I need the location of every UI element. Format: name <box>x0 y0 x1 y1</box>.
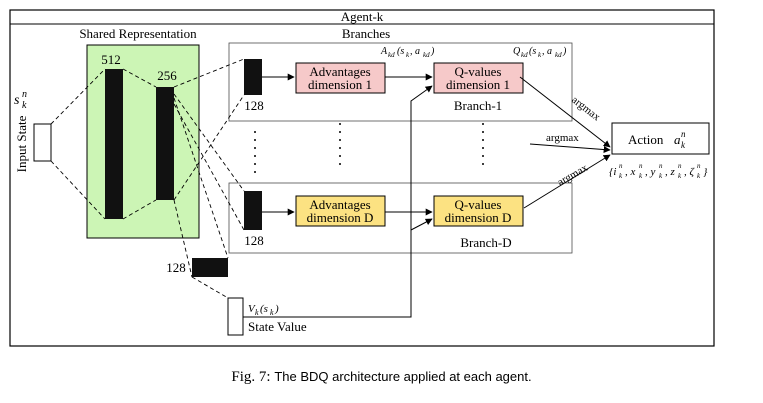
branch-1-box <box>228 42 573 122</box>
svg-text:, a: , a <box>542 46 552 57</box>
shared-representation-title: Shared Representation <box>79 26 197 41</box>
svg-text:, z: , z <box>665 166 676 178</box>
svg-text:n: n <box>619 162 623 170</box>
svg-text:k: k <box>538 51 542 59</box>
svg-text:n: n <box>659 162 663 170</box>
svg-text:k: k <box>697 172 701 180</box>
svg-text:kd: kd <box>423 51 430 59</box>
layer-256-size: 256 <box>157 68 177 83</box>
svg-text:a: a <box>674 132 681 147</box>
agent-frame <box>9 9 715 347</box>
svg-text:n: n <box>697 162 701 170</box>
branch-d-advantages-box <box>295 195 386 227</box>
state-layer-size: 128 <box>166 260 186 275</box>
svg-text:k: k <box>678 172 682 180</box>
svg-text:k: k <box>619 172 623 180</box>
layer-512-size: 512 <box>101 52 121 67</box>
svg-text:): ) <box>274 303 279 315</box>
input-state-box <box>33 123 52 162</box>
state-value-label: State Value <box>248 319 307 334</box>
branch-d-advantages-line1: Advantages <box>309 197 370 212</box>
state-value-box <box>227 297 244 336</box>
state-layer <box>192 258 228 277</box>
branch-d-box <box>228 182 573 254</box>
svg-text:, a: , a <box>410 46 420 57</box>
svg-text:, y: , y <box>645 166 656 178</box>
svg-text:Q: Q <box>513 46 521 57</box>
branch-d-name: Branch-D <box>460 235 511 250</box>
branch-1-qvalues-line2: dimension 1 <box>446 77 510 92</box>
branch-ellipsis <box>254 123 484 173</box>
branch-d-qvalues-line1: Q-values <box>455 197 502 212</box>
svg-text:A: A <box>380 46 388 57</box>
input-state-label: Input State <box>14 115 29 172</box>
shared-representation-box <box>86 44 200 239</box>
svg-text:k: k <box>406 51 410 59</box>
branch-1-qvalues-box <box>433 62 524 94</box>
svg-text:n: n <box>22 89 27 100</box>
branch-1-layer <box>244 59 262 95</box>
svg-text:, ζ: , ζ <box>684 166 696 178</box>
svg-text:(s: (s <box>260 303 268 315</box>
svg-text:n: n <box>681 129 686 139</box>
branch-d-layer-size: 128 <box>244 233 264 248</box>
svg-text:k: k <box>639 172 643 180</box>
agent-title: Agent-k <box>341 9 384 24</box>
svg-text:V: V <box>248 303 256 315</box>
svg-text:k: k <box>659 172 663 180</box>
svg-text:, x: , x <box>625 166 636 178</box>
svg-text:): ) <box>430 46 435 57</box>
branch-d-qvalues-box <box>433 195 524 227</box>
figure-caption-text: The BDQ architecture applied at each age… <box>274 369 532 384</box>
svg-text:n: n <box>678 162 682 170</box>
svg-text:s: s <box>14 93 20 108</box>
svg-text:kd: kd <box>521 51 528 59</box>
argmax-label-middle: argmax <box>546 132 579 144</box>
svg-text:(s: (s <box>529 46 536 57</box>
action-box <box>611 122 710 155</box>
flow-arrows <box>243 73 611 318</box>
figure-number: Fig. 7: <box>231 369 271 385</box>
svg-text:k: k <box>22 100 27 111</box>
branch-1-qvalues-line1: Q-values <box>455 64 502 79</box>
branch-d-advantages-line2: dimension D <box>307 210 374 225</box>
input-to-shared-connectors <box>50 68 157 220</box>
svg-text:kd: kd <box>388 51 395 59</box>
svg-text:kd: kd <box>555 51 562 59</box>
branch-1-advantages-line2: dimension 1 <box>308 77 372 92</box>
action-label: Action <box>628 132 664 147</box>
svg-text:n: n <box>639 162 643 170</box>
branches-title: Branches <box>342 26 390 41</box>
layer-256 <box>156 87 174 200</box>
svg-text:k: k <box>255 308 259 317</box>
figure-caption: Fig. 7: The BDQ architecture applied at … <box>0 369 763 386</box>
svg-text:(s: (s <box>397 46 404 57</box>
branch-d-layer <box>244 191 262 230</box>
branch-1-advantages-line1: Advantages <box>309 64 370 79</box>
branch-1-name: Branch-1 <box>454 98 502 113</box>
branch-1-advantages-box <box>295 62 386 94</box>
svg-text:k: k <box>270 308 274 317</box>
svg-text:{i: {i <box>609 166 616 178</box>
input-state-symbol: s n k <box>14 89 27 111</box>
argmax-label-bottom: argmax <box>556 162 591 189</box>
svg-text:): ) <box>562 46 567 57</box>
branch-d-qvalues-line2: dimension D <box>445 210 512 225</box>
shared-to-branches-connectors <box>173 58 245 299</box>
svg-text:k: k <box>681 140 686 150</box>
svg-text:}: } <box>703 166 708 178</box>
branch-1-layer-size: 128 <box>244 98 264 113</box>
layer-512 <box>105 69 123 219</box>
